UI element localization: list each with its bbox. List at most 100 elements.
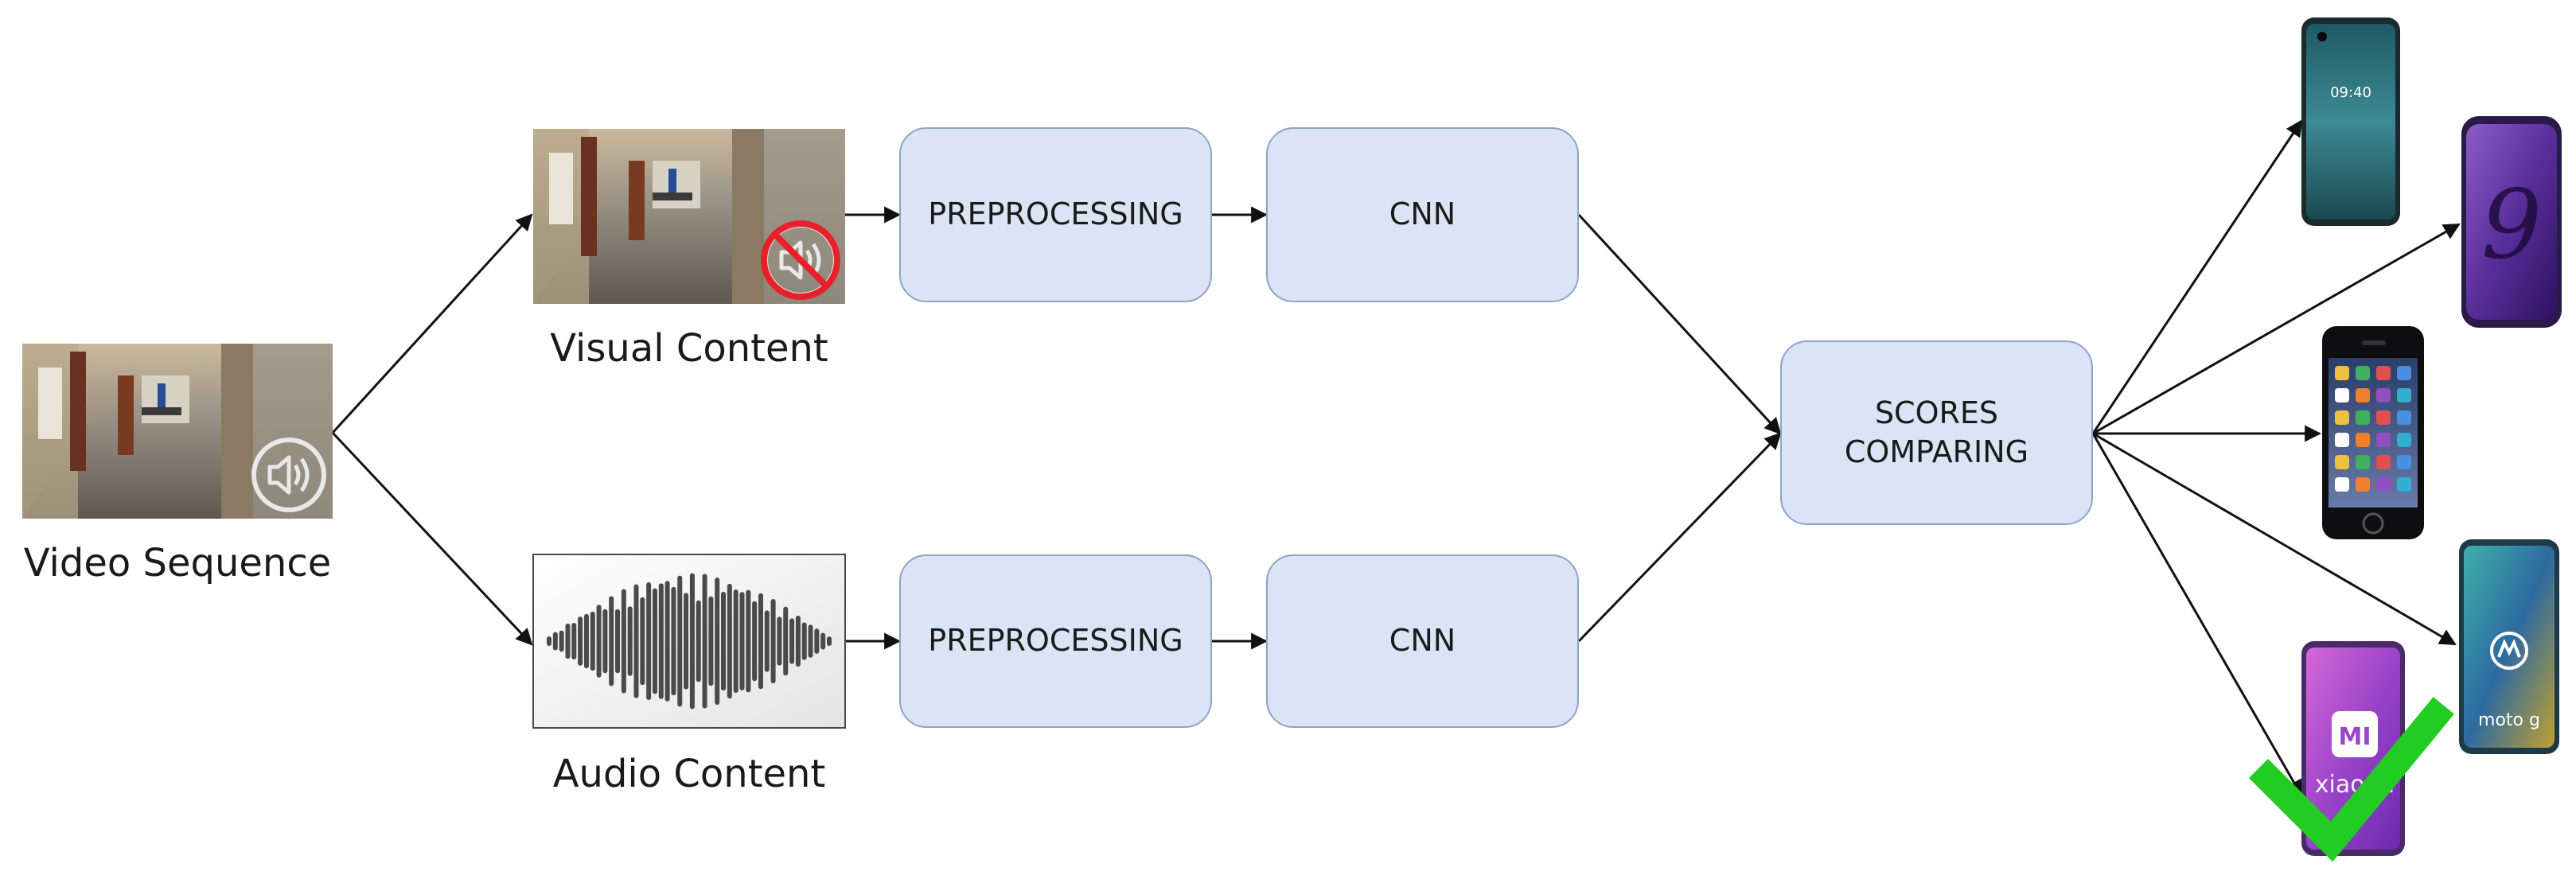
waveform-bar: [814, 628, 820, 654]
waveform-bar: [801, 622, 807, 660]
waveform-bar: [746, 589, 751, 693]
waveform-bar: [677, 575, 683, 707]
app-icon: [2376, 477, 2391, 492]
waveform-bar: [664, 581, 670, 702]
waveform-bar: [752, 601, 758, 682]
arrow-video-to-visual: [331, 213, 533, 434]
audio-content-thumbnail: [532, 554, 846, 729]
video-sequence-thumbnail: [22, 344, 333, 519]
waveform-bar: [684, 593, 689, 690]
preprocessing-box-bottom: PREPROCESSING: [899, 554, 1212, 728]
waveform-bar: [652, 588, 657, 694]
waveform-bar: [596, 605, 602, 678]
app-icon: [2335, 410, 2349, 425]
arrow-scores-to-phone-2: [2092, 223, 2461, 435]
check-mark-icon: [2248, 697, 2454, 862]
waveform-bar: [633, 584, 639, 698]
waveform-bar: [627, 606, 633, 676]
scores-line-1: SCORES: [1874, 395, 1999, 430]
scores-comparing-box: SCORES COMPARING: [1780, 340, 2093, 525]
visual-content-label: Visual Content: [550, 326, 828, 371]
waveform-bar: [658, 583, 664, 699]
waveform-bar: [783, 606, 789, 676]
cnn-box-bottom: CNN: [1266, 554, 1579, 728]
app-icon: [2397, 388, 2411, 403]
waveform-bar: [590, 611, 595, 671]
waveform-bar: [820, 632, 826, 650]
waveform-bar: [583, 613, 589, 669]
waveform-bar: [827, 636, 832, 646]
phone-motorola-label: moto g: [2478, 710, 2540, 730]
waveform-bar: [777, 616, 782, 666]
waveform-icon: [547, 573, 832, 710]
waveform-bar: [615, 609, 621, 674]
waveform-bar: [609, 596, 614, 686]
visual-content-thumbnail: [533, 129, 845, 304]
waveform-bar: [715, 577, 720, 706]
waveform-bar: [602, 609, 608, 674]
app-icon: [2397, 366, 2411, 380]
arrow-cnn-bottom-to-scores: [1577, 432, 1782, 643]
muted-speaker-icon: [761, 220, 840, 300]
waveform-bar: [578, 616, 583, 666]
app-icon: [2356, 366, 2370, 380]
waveform-bar: [547, 636, 551, 646]
app-icon: [2376, 366, 2391, 380]
phone-iphone: [2322, 326, 2424, 539]
arrow-scores-to-phone-4: [2092, 432, 2457, 646]
app-icon: [2335, 366, 2349, 380]
app-icon: [2397, 410, 2411, 425]
waveform-bar: [689, 573, 695, 710]
phone-nokia: 09:40: [2301, 18, 2400, 226]
app-icon: [2397, 455, 2411, 469]
app-icon: [2356, 455, 2370, 469]
app-icon: [2356, 388, 2370, 403]
waveform-bar: [789, 618, 795, 664]
waveform-bar: [571, 622, 577, 660]
waveform-bar: [708, 596, 714, 686]
speaker-icon: [251, 438, 326, 512]
app-icon: [2376, 455, 2391, 469]
waveform-bar: [808, 624, 813, 658]
cnn-box-top: CNN: [1266, 127, 1579, 302]
waveform-bar: [696, 600, 701, 683]
connector-lines: [331, 119, 2461, 797]
app-icon: [2335, 477, 2349, 492]
arrow-cnn-top-to-scores: [1577, 213, 1782, 435]
waveform-bar: [721, 591, 727, 691]
waveform-bar: [640, 597, 645, 686]
app-icon: [2356, 433, 2370, 447]
video-sequence-label: Video Sequence: [23, 541, 332, 585]
waveform-bar: [552, 632, 558, 651]
waveform-bar: [733, 589, 739, 694]
scores-line-2: COMPARING: [1844, 434, 2029, 469]
app-icon: [2376, 410, 2391, 425]
phone-nokia-clock: 09:40: [2330, 84, 2371, 101]
waveform-bar: [646, 582, 652, 700]
arrow-scores-to-phone-1: [2091, 119, 2303, 434]
waveform-bar: [565, 623, 571, 659]
phone-motorola: moto g: [2459, 539, 2559, 754]
waveform-bar: [739, 592, 745, 690]
app-icon: [2356, 410, 2370, 425]
preprocessing-box-top: PREPROCESSING: [899, 127, 1212, 302]
iphone-app-grid: [2335, 366, 2411, 492]
app-icon: [2397, 477, 2411, 492]
waveform-bar: [621, 589, 626, 694]
phone-xiaomi-logo: MI: [2338, 723, 2371, 751]
arrow-video-to-audio: [331, 431, 533, 646]
waveform-bar: [671, 586, 676, 696]
waveform-bar: [559, 630, 564, 652]
phone-samsung-logo: 9: [2481, 170, 2542, 281]
app-icon: [2356, 477, 2370, 492]
waveform-bar: [758, 593, 763, 690]
app-icon: [2397, 433, 2411, 447]
waveform-bar: [727, 583, 732, 699]
waveform-bar: [764, 610, 770, 672]
audio-content-label: Audio Content: [552, 752, 826, 796]
waveform-bar: [795, 615, 801, 667]
app-icon: [2335, 433, 2349, 447]
waveform-bar: [770, 599, 776, 683]
app-icon: [2376, 433, 2391, 447]
